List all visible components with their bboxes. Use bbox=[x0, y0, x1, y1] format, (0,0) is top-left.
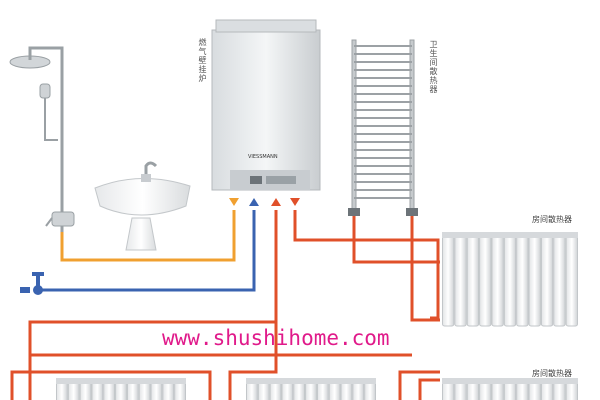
panel-radiator-icon bbox=[442, 232, 578, 327]
cold-water-pipe bbox=[38, 210, 256, 292]
bathroom-radiator-label: 卫生间散热器 bbox=[429, 40, 438, 94]
radiator-header bbox=[56, 378, 186, 384]
heating-pipe-h bbox=[398, 370, 440, 400]
radiator-fin bbox=[540, 233, 554, 327]
radiator-fin bbox=[466, 233, 480, 327]
website-watermark: www.shushihome.com bbox=[162, 326, 390, 350]
radiator-fin bbox=[503, 233, 517, 327]
heating-pipe-d bbox=[410, 215, 440, 322]
radiator-header bbox=[246, 378, 376, 384]
radiator-fin bbox=[454, 233, 467, 327]
valve-icon bbox=[20, 272, 44, 295]
radiator-fin bbox=[442, 233, 455, 327]
panel-radiator-icon bbox=[246, 378, 376, 400]
room-radiator-label: 房间散热器 bbox=[532, 369, 572, 378]
radiator-header bbox=[442, 378, 578, 384]
pipe-network bbox=[10, 210, 440, 400]
heating-pipe-a bbox=[228, 210, 278, 400]
radiator-fin bbox=[516, 233, 529, 327]
flow-arrow-icon bbox=[229, 198, 300, 206]
radiator-header bbox=[442, 232, 578, 238]
radiator-fin bbox=[528, 233, 541, 327]
boiler-label: 燃气壁挂炉 bbox=[198, 38, 207, 83]
radiator-fin bbox=[479, 233, 492, 327]
heating-pipe-e bbox=[28, 320, 276, 400]
towel-radiator-icon bbox=[348, 39, 418, 216]
boiler-icon bbox=[211, 19, 321, 191]
panel-radiator-icon bbox=[442, 378, 578, 400]
washbasin-icon bbox=[94, 161, 191, 251]
radiator-fin bbox=[491, 233, 504, 327]
shower-icon bbox=[9, 46, 75, 232]
heating-pipe-i bbox=[418, 378, 440, 400]
radiator-fin bbox=[553, 233, 566, 327]
heating-pipe-b bbox=[293, 210, 440, 320]
panel-radiator-icon bbox=[56, 378, 186, 400]
heating-pipe-g bbox=[10, 370, 212, 400]
room-radiator-label: 房间散热器 bbox=[532, 215, 572, 224]
domestic-hot-pipe bbox=[60, 210, 236, 262]
radiator-fin bbox=[565, 233, 578, 327]
boiler-brand: VIESSMANN bbox=[248, 154, 278, 160]
